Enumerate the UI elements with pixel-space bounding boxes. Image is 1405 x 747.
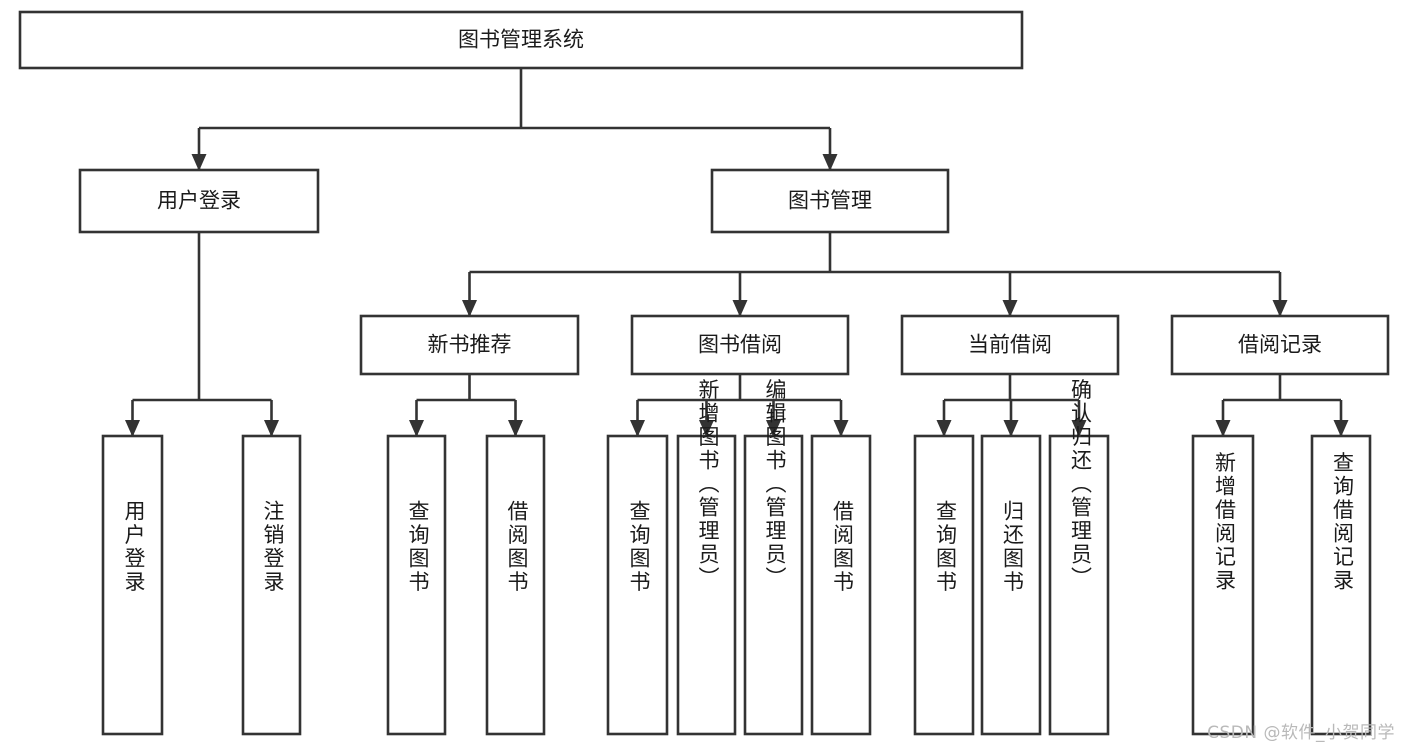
node-label-leaf-edit-book: 编辑图书（管理员）: [763, 379, 787, 591]
node-box-leaf-query-record: [1310, 434, 1372, 736]
node-box-leaf-query-book-rec: [386, 434, 447, 736]
node-label-current-borrow: 当前借阅: [968, 334, 1052, 357]
node-label-new-book-rec: 新书推荐: [428, 334, 512, 357]
node-leaf-edit-book[interactable]: 编辑图书（管理员）: [743, 379, 804, 736]
csdn-watermark: CSDN @软件_小贺同学: [1207, 723, 1395, 743]
node-label-leaf-borrow-book-rec: 借阅图书: [505, 500, 529, 594]
node-box-new-book-rec: [359, 314, 580, 376]
node-leaf-query-book-rec[interactable]: 查询图书: [386, 434, 447, 736]
node-box-leaf-add-book: [676, 434, 737, 736]
node-leaf-user-login[interactable]: 用户登录: [101, 434, 164, 736]
node-box-leaf-return-book: [980, 434, 1042, 736]
node-leaf-confirm-return[interactable]: 确认归还（管理员）: [1048, 379, 1110, 736]
node-label-borrow-record: 借阅记录: [1238, 334, 1322, 357]
node-user-login[interactable]: 用户登录: [78, 168, 320, 234]
node-box-user-login: [78, 168, 320, 234]
node-label-leaf-borrow-book-brw: 借阅图书: [831, 500, 855, 594]
node-leaf-add-record[interactable]: 新增借阅记录: [1191, 434, 1255, 736]
node-label-leaf-return-book: 归还图书: [1001, 500, 1025, 594]
node-label-leaf-query-book-brw: 查询图书: [627, 500, 651, 594]
node-leaf-user-logout[interactable]: 注销登录: [241, 434, 302, 736]
node-label-user-login: 用户登录: [157, 190, 241, 213]
node-label-leaf-user-login: 用户登录: [122, 500, 146, 594]
node-box-leaf-borrow-book-rec: [485, 434, 546, 736]
node-leaf-query-record[interactable]: 查询借阅记录: [1310, 434, 1372, 736]
node-box-leaf-query-book-brw: [606, 434, 669, 736]
node-box-current-borrow: [900, 314, 1120, 376]
connector-layer: [125, 68, 1349, 437]
node-root[interactable]: 图书管理系统: [18, 10, 1024, 70]
node-layer: 图书管理系统用户登录图书管理新书推荐图书借阅当前借阅借阅记录用户登录注销登录查询…: [18, 10, 1390, 736]
node-book-borrow[interactable]: 图书借阅: [630, 314, 850, 376]
node-leaf-add-book[interactable]: 新增图书（管理员）: [676, 379, 737, 736]
node-label-book-borrow: 图书借阅: [698, 334, 782, 357]
node-box-leaf-user-login: [101, 434, 164, 736]
node-box-book-borrow: [630, 314, 850, 376]
node-label-leaf-query-record: 查询借阅记录: [1331, 452, 1355, 593]
node-borrow-record[interactable]: 借阅记录: [1170, 314, 1390, 376]
node-box-leaf-borrow-book-brw: [810, 434, 872, 736]
node-book-manage[interactable]: 图书管理: [710, 168, 950, 234]
node-label-leaf-confirm-return: 确认归还（管理员）: [1069, 379, 1093, 591]
node-leaf-query-book-cur[interactable]: 查询图书: [913, 434, 975, 736]
node-label-leaf-query-book-rec: 查询图书: [406, 500, 430, 594]
node-new-book-rec[interactable]: 新书推荐: [359, 314, 580, 376]
node-label-leaf-user-logout: 注销登录: [261, 500, 285, 594]
node-label-leaf-add-record: 新增借阅记录: [1213, 452, 1237, 593]
node-leaf-return-book[interactable]: 归还图书: [980, 434, 1042, 736]
node-current-borrow[interactable]: 当前借阅: [900, 314, 1120, 376]
node-leaf-query-book-brw[interactable]: 查询图书: [606, 434, 669, 736]
node-label-leaf-add-book: 新增图书（管理员）: [696, 379, 720, 591]
node-box-root: [18, 10, 1024, 70]
node-box-leaf-confirm-return: [1048, 434, 1110, 736]
node-box-leaf-query-book-cur: [913, 434, 975, 736]
node-box-borrow-record: [1170, 314, 1390, 376]
node-label-leaf-query-book-cur: 查询图书: [934, 500, 958, 594]
node-label-root: 图书管理系统: [458, 29, 584, 52]
node-box-leaf-user-logout: [241, 434, 302, 736]
node-box-leaf-add-record: [1191, 434, 1255, 736]
node-leaf-borrow-book-rec[interactable]: 借阅图书: [485, 434, 546, 736]
node-box-leaf-edit-book: [743, 434, 804, 736]
node-label-book-manage: 图书管理: [788, 190, 872, 213]
node-box-book-manage: [710, 168, 950, 234]
node-leaf-borrow-book-brw[interactable]: 借阅图书: [810, 434, 872, 736]
